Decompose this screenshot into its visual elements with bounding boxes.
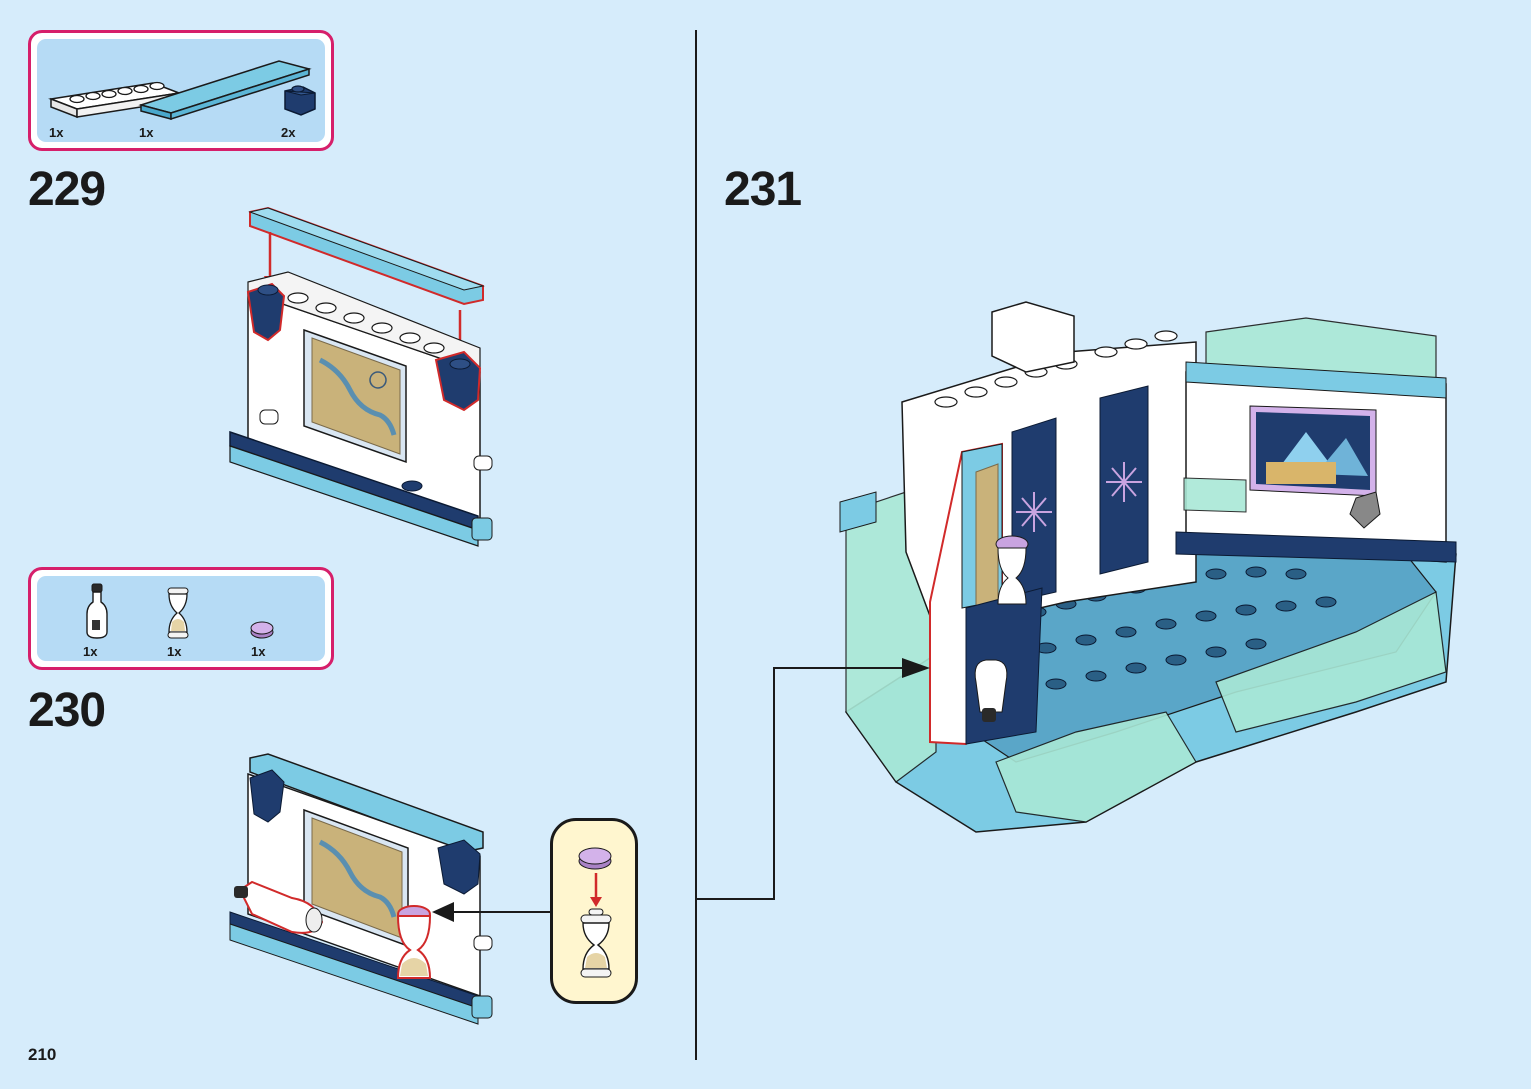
part-qty-3: 2x <box>281 125 295 140</box>
page-divider-bottom <box>695 898 697 1060</box>
part-qty-4: 1x <box>83 644 97 659</box>
step-229-assembly-illustration <box>228 200 498 555</box>
parts-box-230: 1x 1x 1x <box>28 567 334 670</box>
part-hourglass-icon <box>165 586 191 640</box>
connector-arrow-line-231 <box>773 667 907 669</box>
page-number: 210 <box>28 1045 56 1065</box>
callout-arrow-head <box>432 900 454 924</box>
page-divider-top <box>695 30 697 898</box>
sub-assembly-callout <box>550 818 638 1004</box>
step-number-230: 230 <box>28 683 105 738</box>
parts-box-229: 1x 1x 2x <box>28 30 334 151</box>
part-bottle-icon <box>85 582 109 642</box>
callout-hourglass-icon <box>577 907 615 979</box>
step-number-231: 231 <box>724 162 801 217</box>
step-231-assembly-illustration <box>836 292 1464 840</box>
part-qty-6: 1x <box>251 644 265 659</box>
part-qty-5: 1x <box>167 644 181 659</box>
callout-arrow-line <box>450 911 552 913</box>
part-qty-2: 1x <box>139 125 153 140</box>
part-qty-1: 1x <box>49 125 63 140</box>
connector-arrow-head-231 <box>902 656 930 680</box>
connector-line-horizontal <box>695 898 775 900</box>
callout-round-tile-icon <box>577 845 613 871</box>
callout-down-arrow-icon <box>589 873 603 909</box>
part-slope-dark-blue-icon <box>281 83 321 119</box>
connector-line-vertical <box>773 667 775 900</box>
part-round-tile-lavender-icon <box>249 620 275 640</box>
step-number-229: 229 <box>28 162 105 217</box>
step-230-assembly-illustration <box>228 752 498 1042</box>
